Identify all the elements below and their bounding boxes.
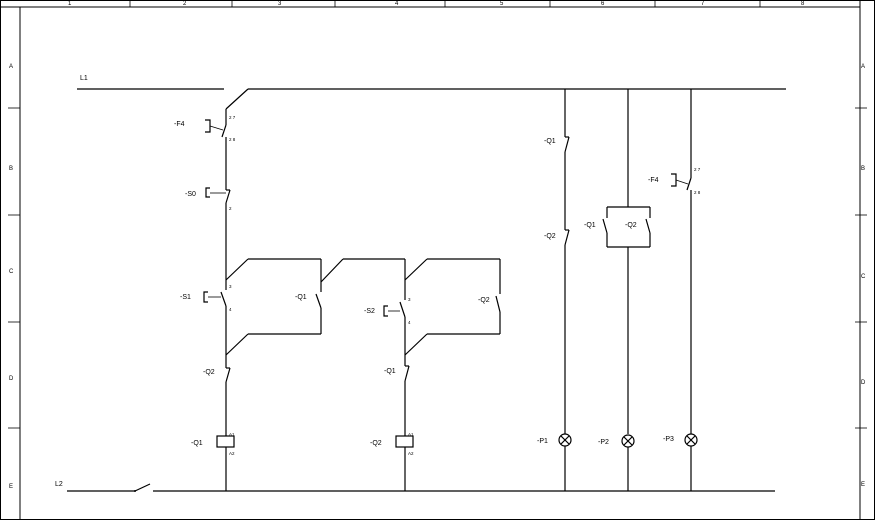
row-marker-e-right: E xyxy=(861,482,865,488)
row-marker-c-left: C xyxy=(9,269,14,275)
row-marker-a-right: A xyxy=(861,64,865,70)
f4-left-contact: -F4 2 7 2 8 xyxy=(174,115,236,190)
q1-hold-contact: -Q1 xyxy=(225,282,322,356)
row-marker-d-left: D xyxy=(9,376,14,382)
rung-lamp-p3: -F4 2 7 2 8 -P3 xyxy=(648,89,701,491)
q2-interlock-tag: -Q2 xyxy=(203,369,215,376)
row-marker-a-left: A xyxy=(9,64,13,70)
rung-middle: -S2 3 4 -Q2 -Q1 -Q2 A1 A2 xyxy=(364,258,501,491)
bus-l1: L1 xyxy=(77,75,786,110)
q2-hold-tag: -Q2 xyxy=(478,297,490,304)
coil-q1-pin-a: A1 xyxy=(229,432,235,437)
s0-pin: 2 xyxy=(229,206,232,211)
rung-lamp-p2: -Q1 -Q2 -P2 xyxy=(584,89,651,491)
coil-q2-tag: -Q2 xyxy=(370,440,382,447)
column-marker-5: 5 xyxy=(500,1,504,7)
lamp-p1-tag: -P1 xyxy=(537,438,548,445)
f4-left-tag: -F4 xyxy=(174,121,185,128)
row-marker-b-left: B xyxy=(9,166,13,172)
bus-l2: L2 xyxy=(55,481,775,492)
q2-parallel-tag: -Q2 xyxy=(625,222,637,229)
q2-lamp-contact: -Q2 xyxy=(544,229,570,246)
coil-q2: -Q2 A1 A2 xyxy=(370,432,414,491)
q1-parallel-tag: -Q1 xyxy=(584,222,596,229)
lamp-p3: -P3 xyxy=(663,433,698,447)
bus-l1-label: L1 xyxy=(80,75,88,82)
lamp-p3-tag: -P3 xyxy=(663,436,674,443)
row-marker-e-left: E xyxy=(9,484,13,490)
rung-left: -F4 2 7 2 8 -S0 2 -S1 3 4 xyxy=(174,109,405,491)
coil-q2-pin-b: A2 xyxy=(408,451,414,456)
q1-hold-tag: -Q1 xyxy=(295,294,307,301)
f4-left-pin-b: 2 8 xyxy=(229,137,236,142)
coil-q1-pin-b: A2 xyxy=(229,451,235,456)
q2-lamp-contact-tag: -Q2 xyxy=(544,233,556,240)
q1-lamp-contact: -Q1 xyxy=(544,136,570,153)
coil-q2-pin-a: A1 xyxy=(408,432,414,437)
s0-tag: -S0 xyxy=(185,191,196,198)
coil-q1: -Q1 A1 A2 xyxy=(191,432,235,491)
column-marker-2: 2 xyxy=(183,1,187,7)
column-marker-6: 6 xyxy=(601,1,605,7)
q2-interlock-contact: -Q2 xyxy=(203,355,231,436)
s0-stop-button: -S0 2 xyxy=(185,187,232,280)
q2-hold-contact: -Q2 xyxy=(404,295,501,356)
row-marker-c-right: C xyxy=(861,274,866,280)
s2-pin-a: 3 xyxy=(408,297,411,302)
f4-right-tag: -F4 xyxy=(648,177,659,184)
q2-parallel-contact: -Q2 xyxy=(625,207,651,247)
column-marker-7: 7 xyxy=(701,1,705,7)
s1-pin-b: 4 xyxy=(229,307,232,312)
q1-interlock-tag: -Q1 xyxy=(384,368,396,375)
f4-right-pin-a: 2 7 xyxy=(694,167,701,172)
s2-pin-b: 4 xyxy=(408,320,411,325)
s1-tag: -S1 xyxy=(180,294,191,301)
q1-lamp-contact-tag: -Q1 xyxy=(544,138,556,145)
s2-tag: -S2 xyxy=(364,308,375,315)
s1-start-button: -S1 3 4 xyxy=(180,280,232,355)
f4-right-contact: -F4 2 7 2 8 xyxy=(648,167,701,195)
f4-left-pin-a: 2 7 xyxy=(229,115,236,120)
coil-q1-tag: -Q1 xyxy=(191,440,203,447)
column-marker-1: 1 xyxy=(68,1,72,7)
q1-parallel-contact: -Q1 xyxy=(584,207,608,247)
lamp-p2: -P2 xyxy=(598,434,635,448)
row-marker-b-right: B xyxy=(861,166,865,172)
column-marker-8: 8 xyxy=(801,1,805,7)
rung-lamp-p1: -Q1 -Q2 -P1 xyxy=(537,89,572,491)
s2-start-button: -S2 3 4 xyxy=(364,280,411,355)
column-marker-4: 4 xyxy=(395,1,399,7)
s1-pin-a: 3 xyxy=(229,284,232,289)
row-marker-d-right: D xyxy=(861,380,866,386)
lamp-p1: -P1 xyxy=(537,433,572,447)
lamp-p2-tag: -P2 xyxy=(598,439,609,446)
f4-right-pin-b: 2 8 xyxy=(694,190,701,195)
bus-l2-label: L2 xyxy=(55,481,63,488)
column-marker-3: 3 xyxy=(278,1,282,7)
q1-interlock-contact: -Q1 xyxy=(384,355,410,436)
